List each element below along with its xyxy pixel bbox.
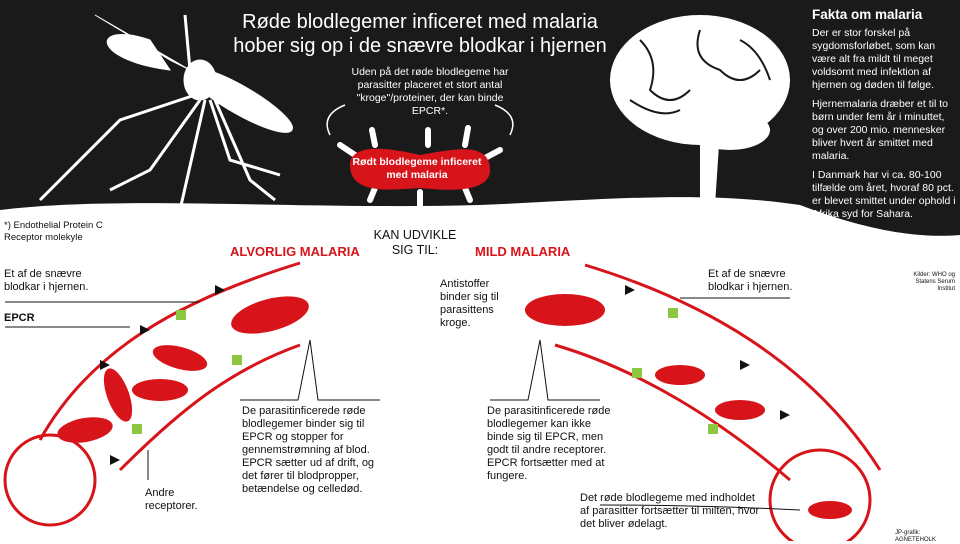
facts-paragraph: I Danmark har vi ca. 80-100 tilfælde om …: [812, 169, 956, 220]
credit: JP-grafik: AGNETEHOLK: [895, 530, 937, 543]
spleen-note: Det røde blodlegeme med indholdet af par…: [580, 492, 760, 530]
brain-silhouette: [610, 15, 790, 205]
mild-vessel: [554, 263, 882, 541]
mild-heading: MILD MALARIA: [475, 244, 571, 259]
severe-vessel-label: Et af de snævre blodkar i hjernen.: [4, 268, 89, 293]
footnote: *) Endothelial Protein C Receptor moleky…: [4, 220, 103, 243]
facts-heading: Fakta om malaria: [812, 7, 923, 22]
facts-paragraph: Hjernemalaria dræber et til to børn unde…: [812, 98, 948, 162]
severe-heading: ALVORLIG MALARIA: [230, 244, 360, 259]
mild-description: De parasitinficerede røde blodlegemer ka…: [487, 405, 611, 482]
mild-vessel-label: Et af de snævre blodkar i hjernen.: [708, 268, 793, 293]
receptor-markers: [100, 285, 790, 465]
infected-cell-label: Rødt blodlegeme inficeret med malaria: [352, 156, 482, 181]
center-label: KAN UDVIKLE SIG TIL:: [373, 228, 457, 257]
receptors-label: Andre receptorer.: [145, 487, 198, 512]
antibody-label: Antistoffer binder sig til parasittens k…: [440, 278, 499, 329]
epcr-label: EPCR: [4, 312, 35, 324]
callout-lines: [5, 297, 801, 511]
facts-panel: Fakta om malaria Der er stor forskel på …: [812, 8, 957, 227]
facts-paragraph: Der er stor forskel på sygdomsforløbet, …: [812, 27, 936, 91]
infected-cell-top: [326, 104, 514, 208]
mosquito-silhouette: [38, 14, 293, 211]
sources: Kilder: WHO og Statens Serum Institut: [913, 272, 955, 292]
severe-description: De parasitinficerede røde blodlegemer bi…: [242, 405, 375, 495]
intro-text: Uden på det røde blodlegeme har parasitt…: [351, 66, 509, 117]
blood-cells: [57, 294, 852, 519]
